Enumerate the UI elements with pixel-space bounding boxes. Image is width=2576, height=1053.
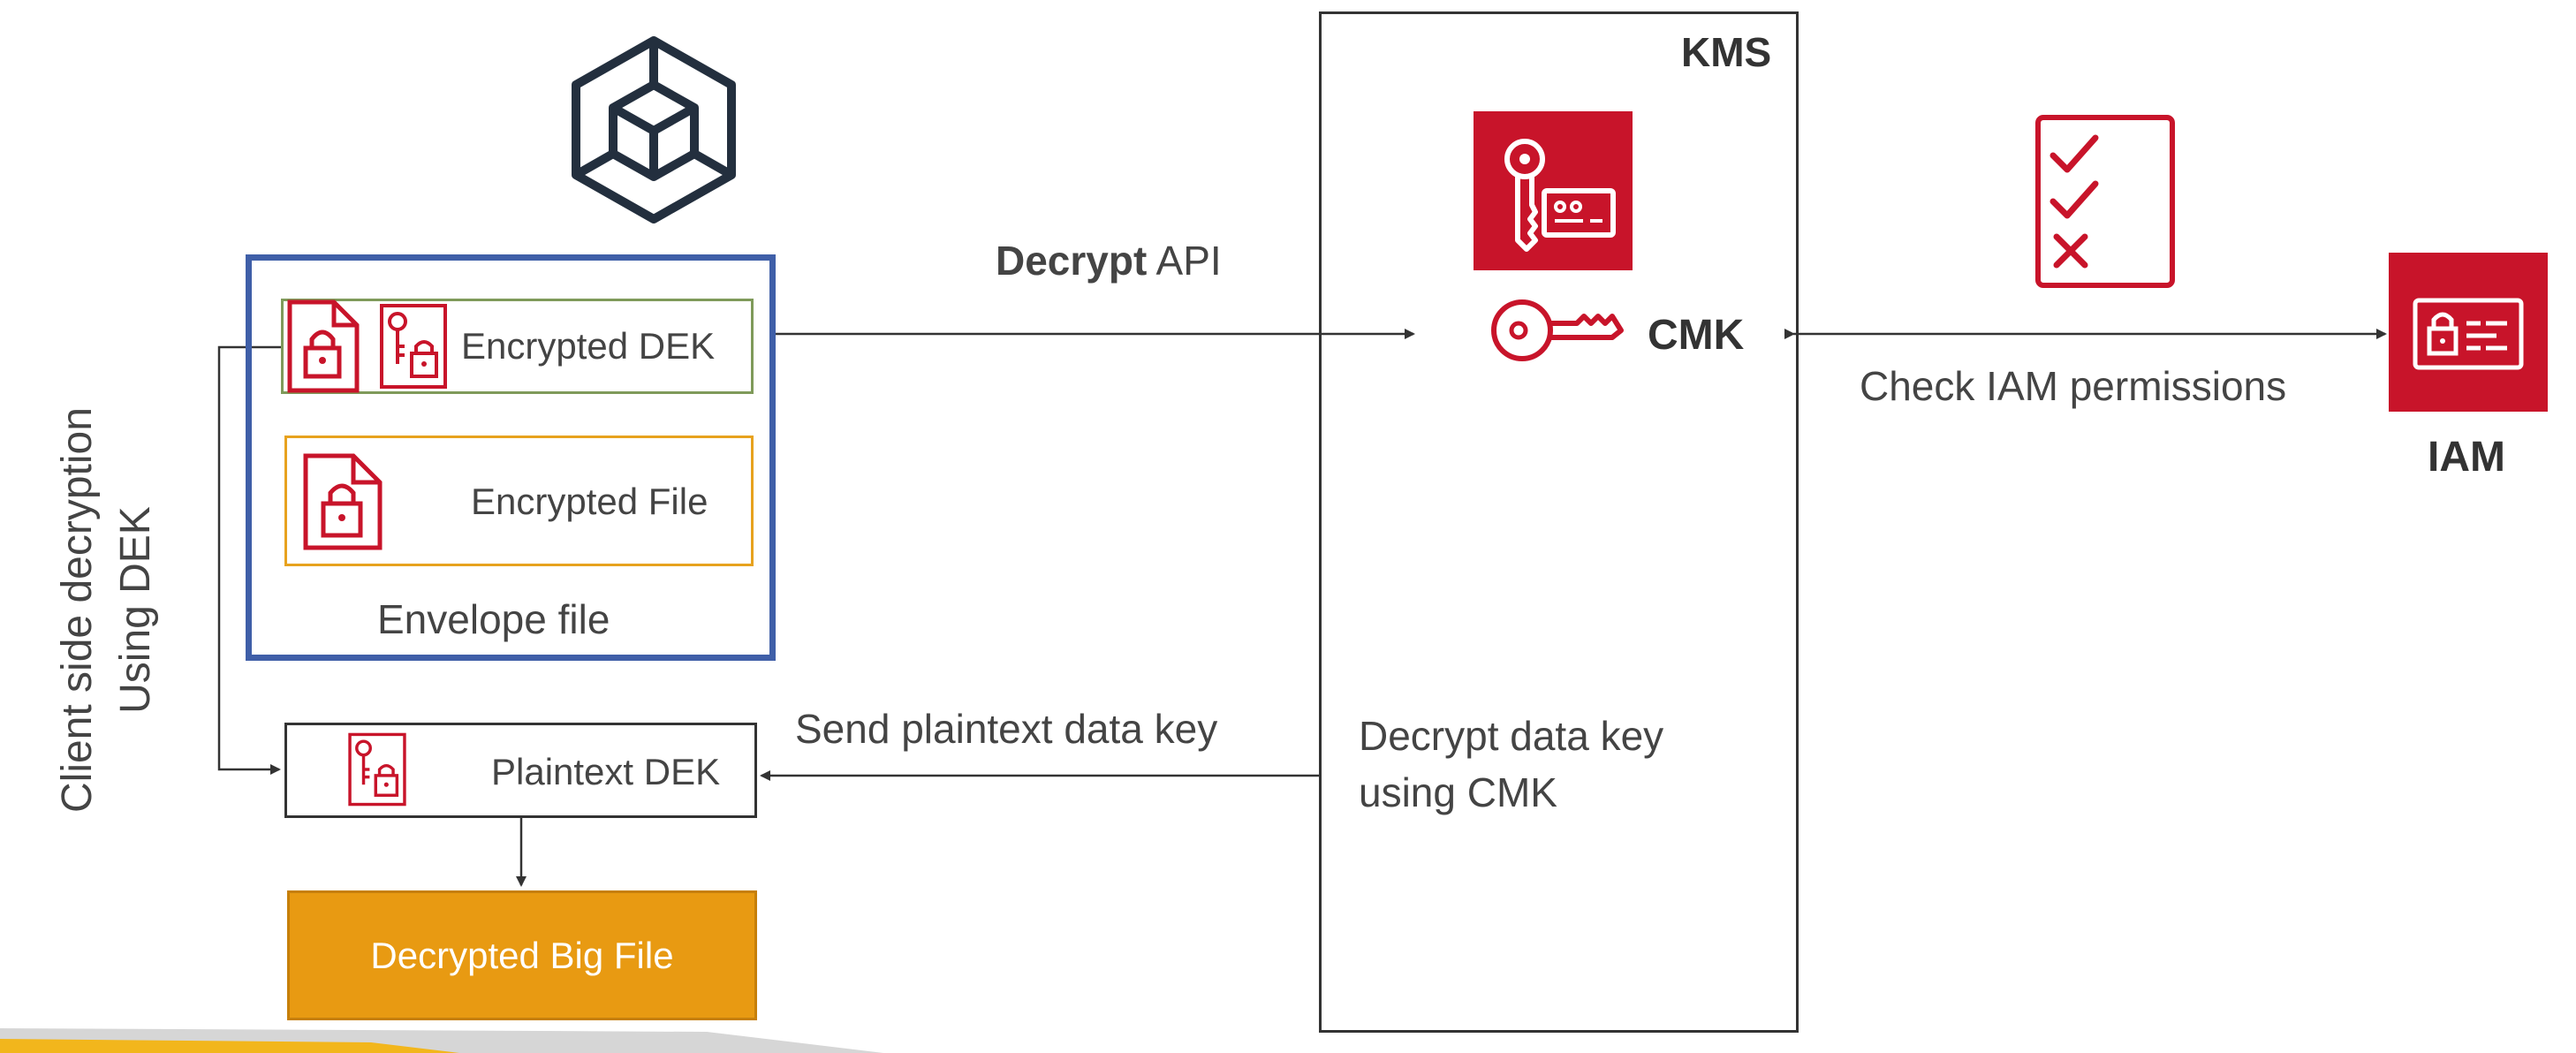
decrypt-api-suffix: API — [1155, 238, 1222, 284]
key-lock-icon — [380, 304, 447, 389]
encrypted-dek-label: Encrypted DEK — [461, 325, 716, 367]
encrypted-file-row — [284, 436, 754, 566]
check-iam-label: Check IAM permissions — [1860, 363, 2287, 409]
sdk-cube-icon — [572, 36, 736, 223]
encrypted-file-label: Encrypted File — [471, 481, 708, 522]
iam-label: IAM — [2428, 434, 2505, 481]
client-side-label: Client side decryption Using DEK — [49, 407, 165, 813]
envelope-file-label: Envelope file — [377, 596, 610, 642]
client-side-line2: Using DEK — [112, 506, 159, 714]
plaintext-dek-label: Plaintext DEK — [491, 751, 721, 792]
kms-box — [1319, 11, 1799, 1033]
decrypt-api-label: Decrypt API — [996, 237, 1222, 284]
iam-identity-icon — [2413, 298, 2524, 370]
client-side-line1: Client side decryption — [54, 407, 101, 813]
kms-key-icon — [1504, 139, 1616, 252]
decrypt-note-line1: Decrypt data key — [1359, 713, 1664, 759]
kms-title: KMS — [1681, 29, 1772, 75]
plaintext-dek-box — [284, 723, 757, 818]
envelope-file-box — [246, 254, 776, 661]
document-lock-icon — [287, 299, 360, 393]
decrypt-note-line2: using CMK — [1359, 769, 1557, 815]
checklist-icon — [2035, 115, 2175, 288]
bottom-band-yellow — [0, 1039, 459, 1053]
send-plaintext-label: Send plaintext data key — [795, 706, 1218, 752]
decrypt-api-bold: Decrypt — [996, 238, 1148, 284]
key-lock-icon — [348, 732, 406, 807]
decrypted-big-file: Decrypted Big File — [287, 890, 757, 1020]
cmk-key-icon — [1491, 299, 1624, 361]
document-lock-icon — [303, 453, 383, 550]
encrypted-dek-row — [281, 299, 754, 394]
cmk-label: CMK — [1648, 312, 1745, 359]
decrypted-big-file-label: Decrypted Big File — [370, 934, 674, 976]
